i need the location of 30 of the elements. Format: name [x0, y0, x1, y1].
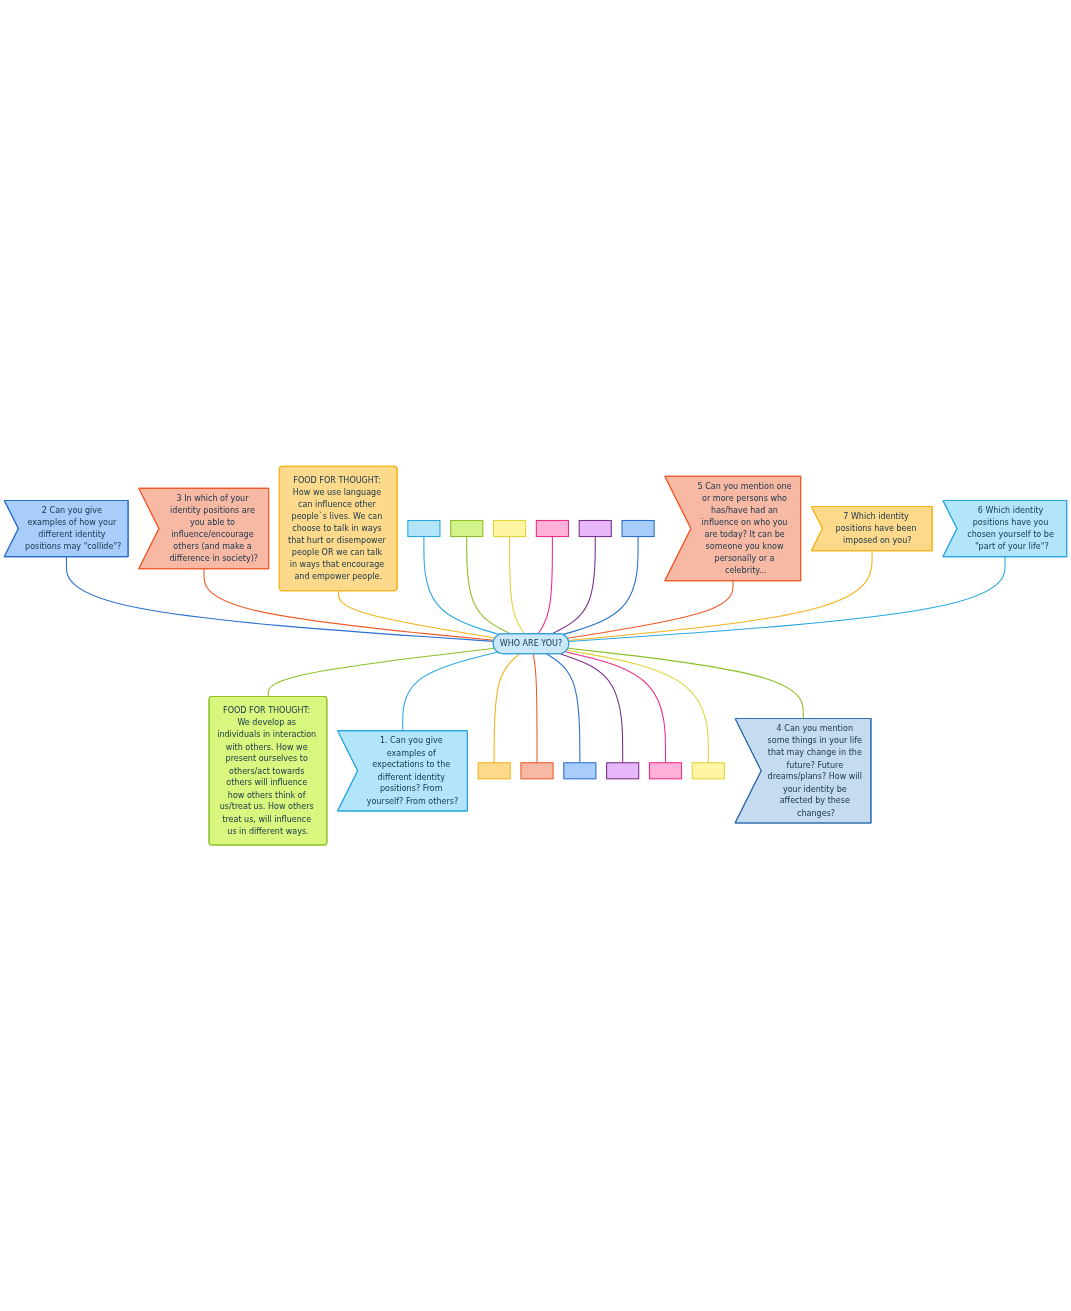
connector	[65, 556, 495, 642]
connector	[567, 550, 873, 641]
connector	[203, 568, 495, 641]
node-box	[407, 519, 441, 537]
node-box	[450, 519, 484, 537]
connector	[537, 535, 553, 635]
node-box	[578, 519, 612, 537]
node-box	[648, 762, 683, 780]
connector	[423, 535, 501, 635]
connector	[559, 653, 624, 764]
connector	[337, 590, 496, 639]
connector	[566, 580, 734, 639]
connector	[546, 653, 581, 764]
connector	[493, 653, 521, 764]
node-box	[477, 762, 511, 780]
node-box	[691, 762, 725, 780]
connector	[551, 535, 596, 635]
connector	[562, 535, 639, 635]
connector	[509, 535, 525, 635]
node-box	[563, 762, 597, 780]
node-box	[606, 762, 640, 780]
node-box	[520, 762, 554, 780]
node-box	[621, 519, 655, 537]
connector	[267, 647, 496, 698]
connector	[532, 653, 538, 764]
connector	[568, 556, 1006, 642]
connector	[564, 651, 667, 764]
node-box	[535, 519, 569, 537]
connector	[566, 649, 709, 764]
node-box	[492, 519, 527, 537]
